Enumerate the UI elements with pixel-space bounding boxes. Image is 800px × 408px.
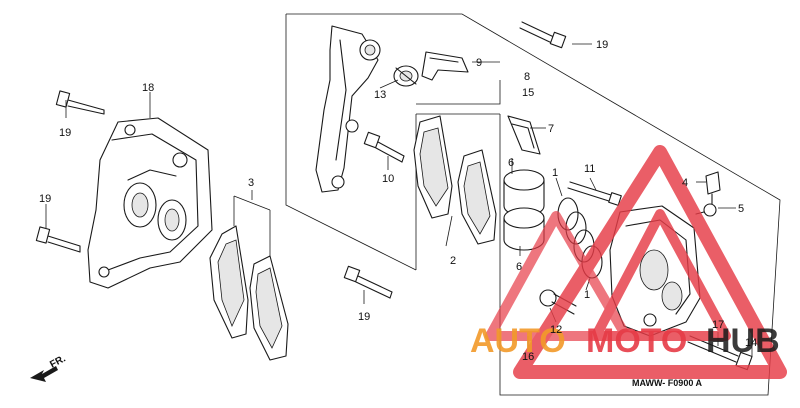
bleeder-cap-drawing [695,203,717,217]
callout-15: 14 [745,337,757,349]
callout-19-lower-left: 19 [39,193,51,205]
front-direction-label: FR. [48,353,68,370]
watermark-left-peak [485,211,631,341]
callout-19-lower-center: 19 [358,311,370,323]
callout-13: 13 [374,89,386,101]
callout-6-lower: 6 [516,261,522,273]
callout-19-top-right: 19 [596,39,608,51]
callout-9: 9 [476,57,482,69]
callout-11: 11 [584,163,595,175]
callout-10: 10 [382,173,394,185]
watermark-wordmark: AUTO MOTO HUB [470,322,780,360]
callout-labels: 18 19 19 3 19 9 13 8 15 7 10 6 1 11 4 5 … [39,39,757,363]
watermark-text-auto: AUTO [470,322,566,360]
watermark-triangle-outer [513,145,787,379]
watermark-text-moto: MOTO [586,322,687,360]
front-direction-marker: FR. [30,353,68,382]
piston-lower-drawing [503,207,545,251]
callout-3: 3 [248,177,254,189]
callout-8: 8 [524,71,530,83]
callout-2: 2 [450,255,456,267]
brake-pad-set-center-drawing [413,115,497,245]
callout-16: 15 [522,87,534,99]
bolt-lower-center-drawing [343,265,393,299]
caliper-slide-bracket-drawing [315,25,381,193]
pin-bolt-drawing [363,131,405,163]
watermark-logo [485,145,787,379]
callout-1-upper: 1 [552,167,558,179]
front-arrow-icon [30,366,58,382]
watermark-text-hub: HUB [706,322,780,360]
bleeder-valve-drawing [705,171,721,205]
callout-4: 4 [682,177,688,189]
piston-upper-drawing [503,169,545,217]
pad-spring-drawing [507,115,541,155]
callout-7: 7 [548,123,554,135]
callout-18: 18 [142,82,154,94]
slide-pin-boot-drawing [393,65,419,87]
callout-6-upper: 6 [508,157,514,169]
slide-pin-drawing [567,181,622,206]
brake-pad-set-left-drawing [209,195,289,361]
retainer-clip-drawing [421,51,469,81]
callout-19-upper-left: 19 [59,127,71,139]
caliper-bracket-drawing [87,117,213,289]
callout-17: 17 [712,319,724,331]
callout-1-lower: 1 [584,289,590,301]
bolt-upper-left-drawing [55,90,105,115]
watermark-triangle-inner [591,209,731,341]
callout-14: 16 [522,351,534,363]
bolt-top-right-drawing [519,21,567,49]
diagram-code: MAWW- F0900 A [632,378,702,388]
callout-5: 5 [738,203,744,215]
callout-12: 12 [550,324,562,336]
bolt-lower-left-drawing [35,226,81,253]
